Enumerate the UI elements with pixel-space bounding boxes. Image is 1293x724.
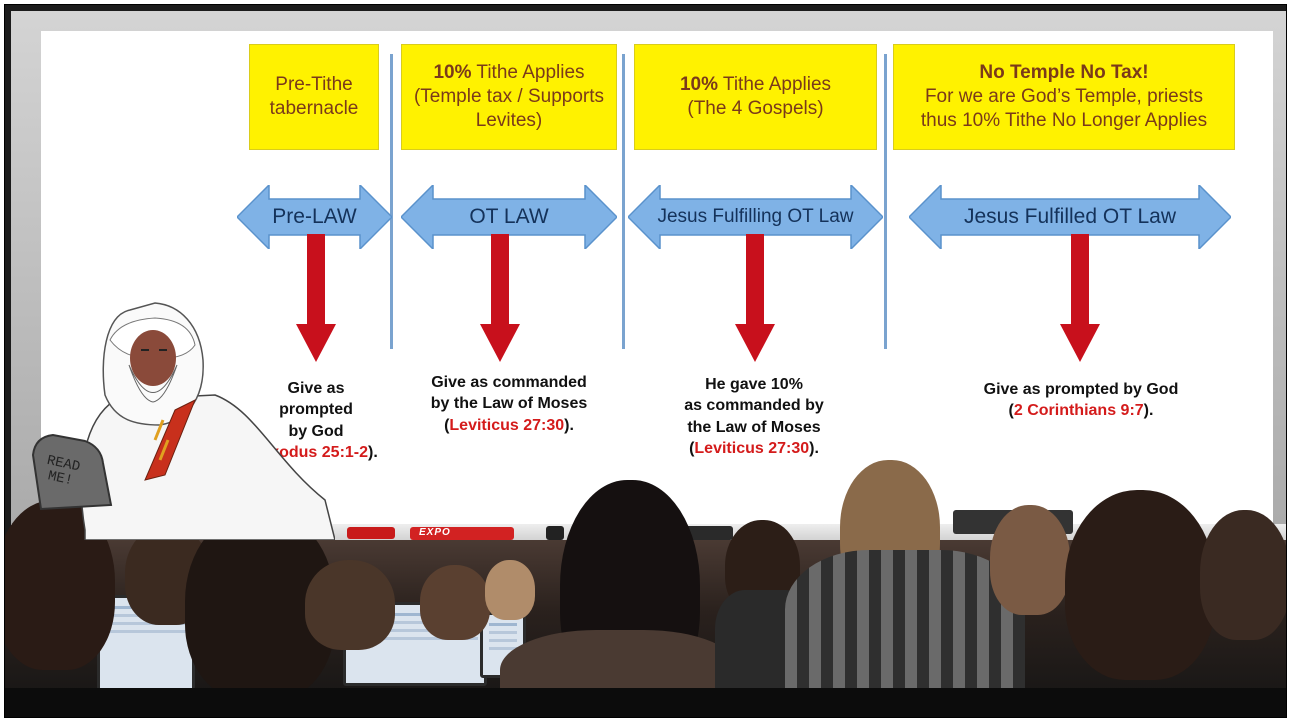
- caption-jesus-fulfilling: He gave 10% as commanded by the Law of M…: [684, 376, 824, 457]
- double-arrow-jesus-fulfilled: [909, 185, 1231, 249]
- stone-tablet-icon: [31, 433, 113, 511]
- desk-row: [5, 688, 1286, 717]
- arrow-label-jesus-fulfilled: Jesus Fulfilled OT Law: [963, 205, 1177, 228]
- moses-figure: [80, 302, 335, 540]
- scripture-reference: Leviticus 27:30: [694, 439, 810, 457]
- slide-frame: Pre-Tithe tabernacle 10% Tithe Applies (…: [4, 4, 1287, 718]
- arrow-label-jesus-fulfilling: Jesus Fulfilling OT Law: [657, 206, 854, 227]
- double-arrow-jesus-fulfilling: [628, 185, 883, 249]
- whiteboard-frame: Pre-Tithe tabernacle 10% Tithe Applies (…: [11, 11, 1286, 546]
- classroom-audience: [5, 460, 1286, 717]
- tablet-text: READ ME!: [45, 452, 82, 489]
- header-box-no-temple: No Temple No Tax! For we are God’s Templ…: [893, 44, 1235, 150]
- caption-jesus-fulfilled: Give as prompted by God (2 Corinthians 9…: [983, 381, 1179, 420]
- arrow-label-ot-law: OT LAW: [469, 205, 549, 228]
- down-arrow: [735, 234, 775, 362]
- student-head: [485, 560, 535, 620]
- double-arrow-pre-law: [237, 185, 392, 249]
- student-head: [1200, 510, 1286, 640]
- red-marker: [347, 527, 395, 539]
- student-head: [420, 565, 490, 640]
- arrow-label-pre-law: Pre-LAW: [272, 205, 357, 228]
- header-box-gospels: 10% Tithe Applies (The 4 Gospels): [634, 44, 877, 150]
- down-arrow: [296, 234, 336, 362]
- down-arrow: [480, 234, 520, 362]
- student-head: [1065, 490, 1215, 680]
- marker-brand: EXPO: [419, 527, 451, 538]
- column-divider: [884, 54, 887, 349]
- scripture-reference: Leviticus 27:30: [449, 416, 565, 434]
- caption-ot-law: Give as commanded by the Law of Moses (L…: [430, 374, 588, 434]
- scripture-reference: 2 Corinthians 9:7: [1013, 402, 1144, 420]
- column-divider: [390, 54, 393, 349]
- marker-cap: [546, 526, 564, 540]
- scripture-reference: Exodus 25:1-2: [259, 443, 369, 461]
- student-head: [305, 560, 395, 650]
- student-head: [990, 505, 1070, 615]
- expo-marker: [410, 527, 514, 540]
- down-arrow: [1060, 234, 1100, 362]
- caption-pre-law: Give as prompted by God (Exodus 25:1-2).: [254, 380, 378, 461]
- column-divider: [622, 54, 625, 349]
- header-box-pre-tithe: Pre-Tithe tabernacle: [249, 44, 379, 150]
- double-arrow-ot-law: [401, 185, 617, 249]
- header-box-ot-law: 10% Tithe Applies (Temple tax / Supports…: [401, 44, 617, 150]
